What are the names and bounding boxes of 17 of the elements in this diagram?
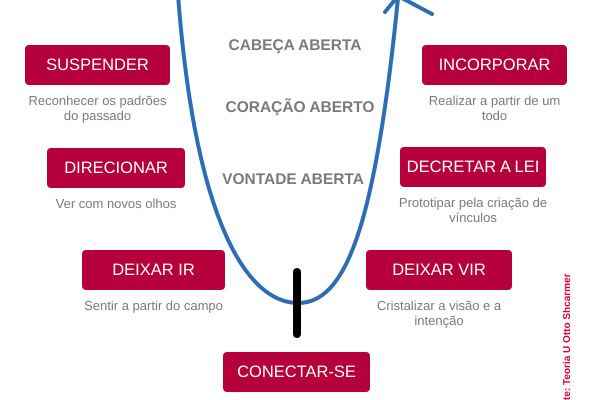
level-label: CABEÇA ABERTA	[228, 37, 362, 55]
step-description: Ver com novos olhos	[54, 196, 178, 211]
step-box: DIRECIONAR	[47, 148, 185, 188]
step-description: Realizar a partir de um todo	[428, 93, 562, 123]
level-label: VONTADE ABERTA	[222, 171, 364, 189]
step-box: CONECTAR-SE	[223, 352, 370, 392]
step-box: DEIXAR VIR	[366, 250, 512, 290]
level-label: CORAÇÃO ABERTO	[226, 99, 374, 117]
source-note: te: Teoria U Otto Shcarmer	[562, 273, 574, 400]
step-box: SUSPENDER	[25, 45, 170, 85]
step-box: INCORPORAR	[422, 45, 567, 85]
step-description: Cristalizar a visão e a intenção	[376, 298, 502, 328]
step-description: Prototipar pela criação de vínculos	[398, 195, 548, 225]
step-description: Sentir a partir do campo	[83, 298, 224, 313]
step-description: Reconhecer os padrões do passado	[27, 93, 168, 123]
step-box: DECRETAR A LEI	[400, 147, 546, 187]
step-box: DEIXAR IR	[82, 250, 225, 290]
